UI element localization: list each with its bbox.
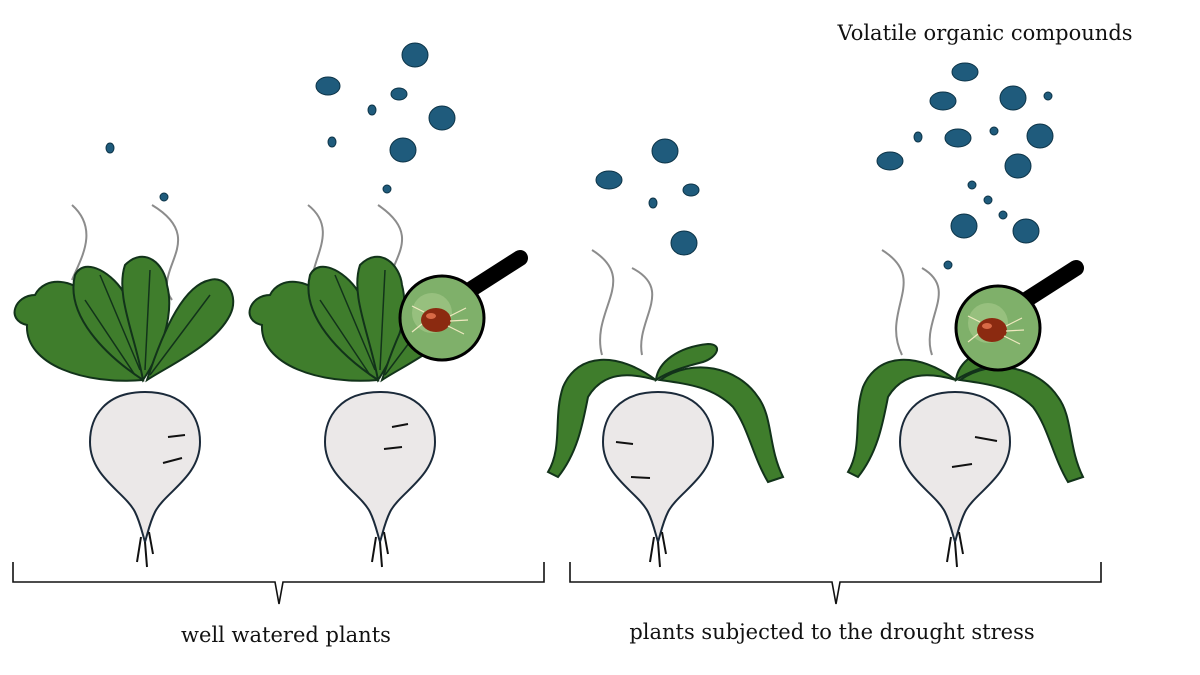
- bracket-well-watered: [12, 562, 545, 605]
- group-label-drought: plants subjected to the drought stress: [629, 620, 1034, 644]
- voc-cluster: [315, 42, 456, 194]
- beet-root: [324, 391, 436, 568]
- leaves: [13, 255, 235, 382]
- magnifier-icon: [956, 268, 1076, 370]
- figure-title: Volatile organic compounds: [836, 21, 1132, 45]
- plant-drought-healthy: [547, 138, 784, 568]
- scent-lines: [881, 249, 940, 356]
- plant-well-watered-infested: [248, 42, 520, 568]
- beet-root: [602, 391, 714, 568]
- group-label-well-watered: well watered plants: [181, 623, 391, 647]
- plant-well-watered-healthy: [13, 142, 235, 568]
- scent-lines: [591, 249, 654, 356]
- magnifier-icon: [400, 258, 520, 360]
- beet-root: [89, 391, 201, 568]
- beet-root: [899, 391, 1011, 568]
- bracket-drought: [569, 562, 1102, 605]
- voc-cluster: [595, 138, 700, 256]
- voc-cluster: [105, 142, 169, 202]
- plant-drought-infested: [847, 62, 1084, 568]
- voc-cluster: [876, 62, 1054, 270]
